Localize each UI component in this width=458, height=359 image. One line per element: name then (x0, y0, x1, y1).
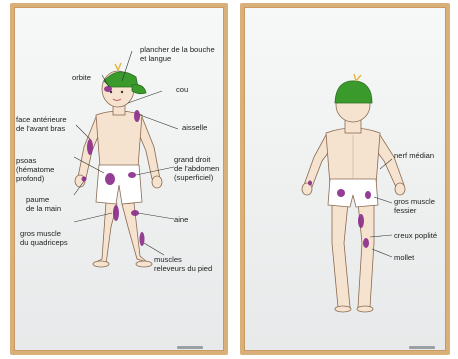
back-view-board: nerf médian gros muscle fessier creux po… (240, 3, 450, 355)
label-paume: paume de la main (26, 195, 61, 213)
label-line: mollet (394, 253, 414, 262)
label-line: grand droit (174, 155, 219, 164)
label-line: orbite (72, 73, 91, 82)
label-orbite: orbite (72, 73, 91, 82)
label-line: muscles (154, 255, 212, 264)
label-line: profond) (16, 174, 54, 183)
label-line: aisselle (182, 123, 207, 132)
label-aine: aine (174, 215, 188, 224)
board-tray (177, 346, 203, 349)
label-plancher-bouche: plancher de la bouche et langue (140, 45, 215, 63)
label-creux-poplite: creux poplité (394, 231, 437, 240)
label-line: psoas (16, 156, 54, 165)
label-line: gros muscle (20, 229, 68, 238)
label-grand-droit: grand droit de l'abdomen (superficiel) (174, 155, 219, 182)
label-releveurs: muscles releveurs du pied (154, 255, 212, 273)
label-line: face antérieure (16, 115, 67, 124)
back-body-figure (244, 7, 454, 359)
board-tray (409, 346, 435, 349)
label-line: plancher de la bouche (140, 45, 215, 54)
label-line: (hématome (16, 165, 54, 174)
label-line: de l'avant bras (16, 124, 67, 133)
label-line: creux poplité (394, 231, 437, 240)
label-line: et langue (140, 54, 215, 63)
label-line: fessier (394, 206, 435, 215)
label-mollet: mollet (394, 253, 414, 262)
label-line: (superficiel) (174, 173, 219, 182)
label-quadriceps: gros muscle du quadriceps (20, 229, 68, 247)
label-aisselle: aisselle (182, 123, 207, 132)
label-line: paume (26, 195, 61, 204)
label-line: releveurs du pied (154, 264, 212, 273)
label-nerf-median: nerf médian (394, 151, 434, 160)
label-psoas: psoas (hématome profond) (16, 156, 54, 183)
label-line: aine (174, 215, 188, 224)
label-line: nerf médian (394, 151, 434, 160)
label-face-anterieure: face antérieure de l'avant bras (16, 115, 67, 133)
label-line: de l'abdomen (174, 164, 219, 173)
label-line: cou (176, 85, 188, 94)
label-cou: cou (176, 85, 188, 94)
label-line: du quadriceps (20, 238, 68, 247)
label-fessier: gros muscle fessier (394, 197, 435, 215)
label-line: gros muscle (394, 197, 435, 206)
front-view-board: plancher de la bouche et langue orbite c… (10, 3, 228, 355)
label-line: de la main (26, 204, 61, 213)
